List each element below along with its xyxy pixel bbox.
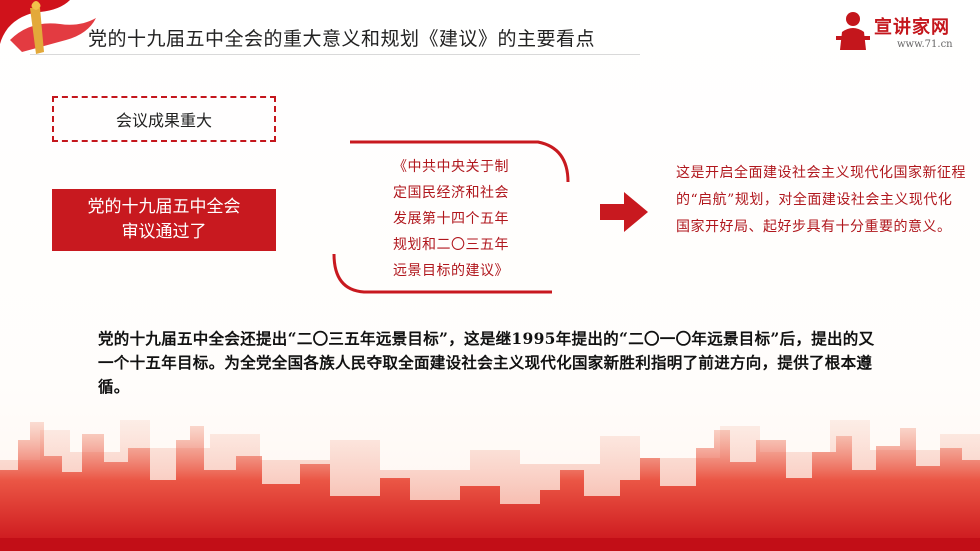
outcome-label: 会议成果重大 [115, 111, 212, 130]
document-line: 《中共中央关于制 [393, 159, 509, 175]
arrow-right-icon [600, 192, 648, 232]
summary-paragraph: 党的十九届五中全会还提出“二〇三五年远景目标”，这是继1995年提出的“二〇一〇… [98, 329, 875, 396]
brand-url: www.71.cn [897, 39, 953, 50]
outcome-box: 会议成果重大 [52, 96, 276, 142]
title-divider [30, 54, 640, 55]
flag-torch-decoration [0, 0, 96, 54]
speaker-logo-icon [836, 12, 870, 50]
document-title: 《中共中央关于制 定国民经济和社会 发展第十四个五年 规划和二〇三五年 远景目标… [366, 154, 536, 284]
approved-line-2: 审议通过了 [121, 222, 207, 242]
document-line: 规划和二〇三五年 [393, 237, 509, 253]
document-line: 发展第十四个五年 [393, 211, 509, 227]
page-title: 党的十九届五中全会的重大意义和规划《建议》的主要看点 [88, 28, 596, 50]
approved-line-1: 党的十九届五中全会 [87, 197, 241, 217]
significance-text: 这是开启全面建设社会主义现代化国家新征程的“启航”规划，对全面建设社会主义现代化… [676, 165, 966, 235]
document-line: 定国民经济和社会 [393, 185, 509, 201]
city-skyline [0, 420, 980, 551]
brand-name: 宣讲家网 [874, 17, 950, 38]
document-line: 远景目标的建议》 [393, 263, 509, 279]
document-bracket [332, 140, 570, 294]
approved-box: 党的十九届五中全会 审议通过了 [52, 189, 276, 251]
